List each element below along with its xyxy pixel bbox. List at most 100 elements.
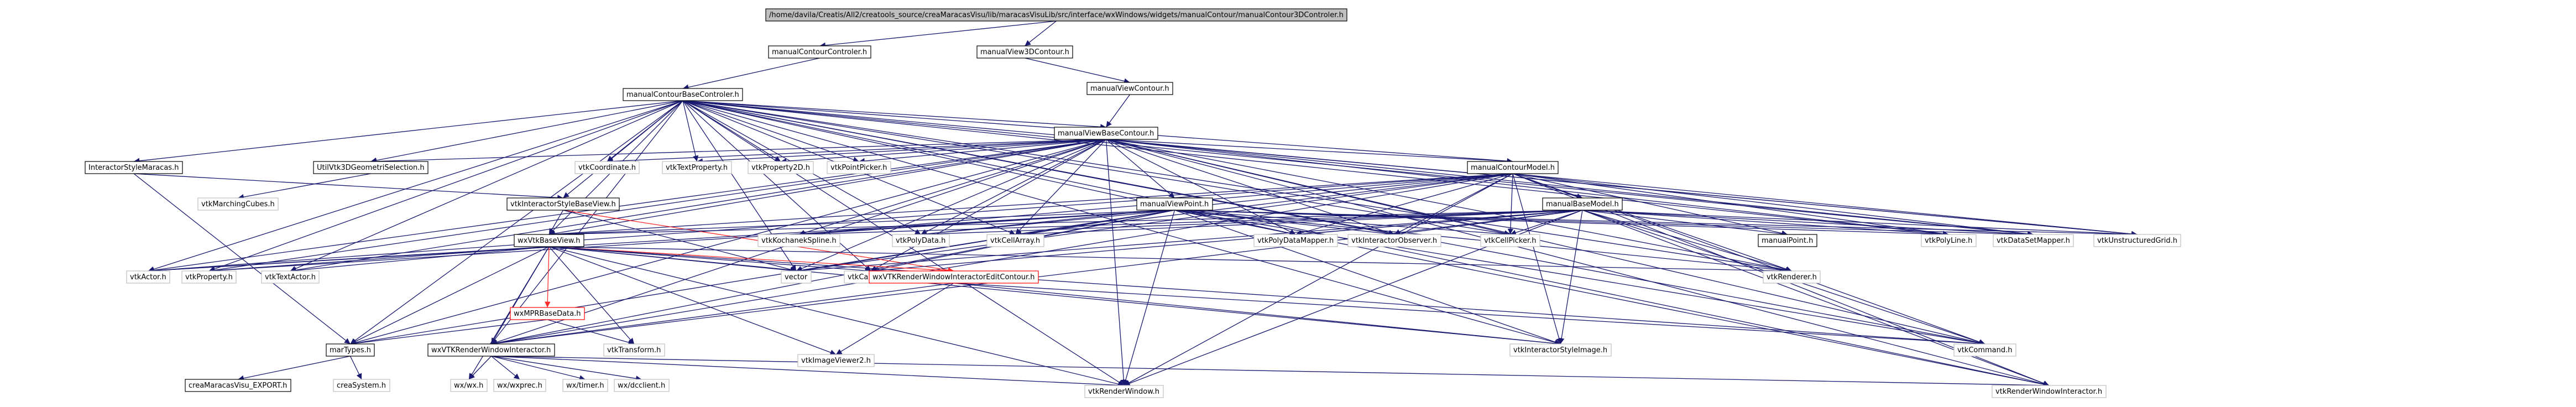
node-wxvbv[interactable]: wxVtkBaseView.h — [514, 234, 584, 247]
node-vcmd: vtkCommand.h — [1953, 343, 2016, 357]
node-vtrans: vtkTransform.h — [603, 343, 665, 357]
node-box — [623, 88, 743, 101]
edge-wxvrwi-to-vrw — [491, 356, 1125, 388]
edge-wxvbv-to-vren — [548, 246, 1792, 274]
edge-wxmpr-to-vtrans — [547, 319, 635, 346]
edge-wxvrwiec-to-viv2 — [835, 283, 954, 355]
node-box — [1347, 234, 1441, 247]
node-wxwx: wx/wx.h — [450, 379, 488, 392]
edge-mcbc-to-vpl — [682, 100, 1949, 237]
node-vprop: vtkProperty.h — [181, 270, 237, 284]
edge-mcbc-to-vcp — [682, 100, 1511, 237]
edge-martypes-to-csys — [349, 356, 362, 380]
node-vmc: vtkMarchingCubes.h — [197, 197, 279, 211]
node-root[interactable]: /home/davila/Creatis/All2/creatools_sour… — [765, 8, 1347, 22]
edge-mvbc-to-vdsm — [1106, 139, 2034, 237]
node-martypes[interactable]: marTypes.h — [326, 343, 375, 357]
edge-mbm-to-vpl — [1582, 210, 1949, 237]
edge-wxvbv-to-vprop — [208, 246, 550, 274]
edge-root-to-mcc — [819, 20, 1057, 49]
edge-mvp-to-martypes — [350, 210, 1175, 346]
node-visbv[interactable]: vtkInteractorStyleBaseView.h — [506, 197, 620, 211]
node-label: vtkInteractorStyleBaseView.h — [510, 200, 616, 208]
edge-wxvrwi-to-wxdc — [491, 356, 642, 382]
node-box — [261, 270, 320, 284]
node-mvbc[interactable]: manualViewBaseContour.h — [1054, 127, 1158, 140]
edge-mbm-to-mp — [1582, 210, 1788, 237]
node-box — [1921, 234, 1977, 247]
node-box — [1993, 234, 2074, 247]
node-vpl: vtkPolyLine.h — [1921, 234, 1977, 247]
node-mcc[interactable]: manualContourControler.h — [768, 45, 871, 59]
edge-mvbc-to-martypes — [350, 139, 1106, 346]
edge-mcm-to-wxvrwi — [491, 173, 1513, 346]
node-viv2: vtkImageViewer2.h — [797, 354, 875, 367]
node-label: vtkCoordinate.h — [578, 164, 636, 172]
edge-mvbc-to-vtp — [697, 139, 1106, 164]
node-box — [662, 161, 732, 174]
node-label: vtkCellPicker.h — [1484, 237, 1537, 245]
node-util[interactable]: UtilVtk3DGeometriSelection.h — [313, 161, 429, 174]
edge-wxvbv-to-vcam — [548, 246, 871, 274]
node-label: vtkRenderWindow.h — [1088, 388, 1159, 396]
node-vpdm: vtkPolyDataMapper.h — [1253, 234, 1338, 247]
edge-mcbc-to-martypes — [350, 100, 683, 345]
node-box — [181, 270, 237, 284]
edge-mcm-to-vca — [1015, 173, 1513, 237]
edge-mcm-to-vpl — [1512, 173, 1949, 237]
node-mvc[interactable]: manualViewContour.h — [1086, 82, 1173, 95]
node-label: InteractorStyleMaracas.h — [88, 164, 179, 172]
node-vca: vtkCellArray.h — [986, 234, 1044, 247]
node-box — [1763, 270, 1821, 284]
edge-mcbc-to-vprop — [208, 100, 683, 272]
node-wxmpr[interactable]: wxMPRBaseData.h — [510, 307, 585, 320]
node-label: vtkInteractorStyleImage.h — [1513, 346, 1607, 354]
node-mv3d[interactable]: manualView3DContour.h — [976, 45, 1073, 59]
node-box — [869, 270, 1039, 284]
node-box — [1086, 82, 1173, 95]
node-ism[interactable]: InteractorStyleMaracas.h — [85, 161, 183, 174]
node-box — [506, 197, 620, 211]
edge-mv3d-to-mvc — [1025, 58, 1130, 84]
node-box — [827, 161, 891, 174]
node-box — [514, 234, 584, 247]
node-wxvrwi[interactable]: wxVTKRenderWindowInteractor.h — [427, 343, 555, 357]
node-cmexp[interactable]: creaMaracasVisu_EXPORT.h — [185, 379, 291, 392]
node-box — [1953, 343, 2016, 357]
node-box — [614, 379, 670, 392]
edge-mcbc-to-visbv — [563, 100, 683, 199]
node-box — [427, 343, 555, 357]
node-label: vtkMarchingCubes.h — [201, 200, 275, 208]
node-mbm[interactable]: manualBaseModel.h — [1542, 197, 1623, 211]
node-box — [2093, 234, 2181, 247]
node-label: vtkUnstructuredGrid.h — [2097, 237, 2177, 245]
node-wxtimer: wx/timer.h — [562, 379, 608, 392]
edge-mbm-to-vug — [1582, 210, 2138, 237]
edge-mcbc-to-wxvrwi — [490, 100, 683, 345]
edge-wxvbv-to-visi — [548, 246, 1561, 347]
node-mp[interactable]: manualPoint.h — [1758, 234, 1817, 247]
edge-mvp-to-vpd — [921, 210, 1175, 237]
node-label: vtkProperty.h — [185, 273, 233, 281]
node-mcbc[interactable]: manualContourBaseControler.h — [623, 88, 743, 101]
node-mvp[interactable]: manualViewPoint.h — [1136, 197, 1213, 211]
node-label: wx/timer.h — [566, 382, 604, 390]
node-vtp: vtkTextProperty.h — [662, 161, 732, 174]
edge-mcbc-to-vact — [148, 100, 683, 272]
node-label: vtkProperty2D.h — [751, 164, 810, 172]
edge-mcm-to-wxvbv — [548, 173, 1513, 237]
node-label: manualContourBaseControler.h — [626, 91, 739, 99]
edge-mvbc-to-vact — [148, 139, 1106, 273]
node-wxvrwiec[interactable]: wxVTKRenderWindowInteractorEditContour.h — [869, 270, 1039, 284]
edge-mbm-to-vpd — [921, 210, 1583, 237]
edge-mvbc-to-vec — [796, 139, 1106, 272]
node-label: vtkCommand.h — [1957, 346, 2013, 354]
node-label: vtkPolyLine.h — [1925, 237, 1972, 245]
edge-mcm-to-visi — [1512, 173, 1562, 345]
edge-mcm-to-vug — [1512, 173, 2138, 237]
edge-mcm-to-vpd — [921, 173, 1513, 237]
node-box — [197, 197, 279, 211]
node-mcm[interactable]: manualContourModel.h — [1467, 161, 1559, 174]
edge-mcc-to-mcbc — [682, 58, 820, 90]
